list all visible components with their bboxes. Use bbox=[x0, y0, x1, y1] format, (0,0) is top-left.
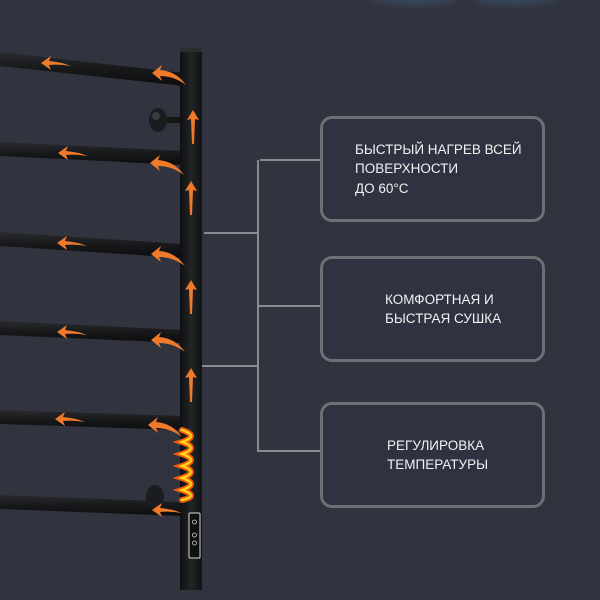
top-glow bbox=[370, 0, 460, 4]
feature-label: БЫСТРЫЙ НАГРЕВ ВСЕЙ ПОВЕРХНОСТИ ДО 60°C bbox=[355, 141, 522, 196]
control-panel bbox=[188, 512, 201, 559]
top-glow bbox=[470, 0, 560, 4]
wall-bracket bbox=[146, 108, 184, 509]
feature-temperature-control: РЕГУЛИРОВКА ТЕМПЕРАТУРЫ bbox=[320, 402, 545, 508]
feature-comfortable-drying: КОМФОРТНАЯ И БЫСТРАЯ СУШКА bbox=[320, 256, 545, 362]
connector-lines bbox=[202, 159, 320, 452]
feature-label: РЕГУЛИРОВКА ТЕМПЕРАТУРЫ bbox=[387, 437, 489, 473]
heating-coil-icon bbox=[172, 427, 194, 503]
heat-flow-arrows bbox=[41, 56, 199, 517]
feature-label: КОМФОРТНАЯ И БЫСТРАЯ СУШКА bbox=[385, 291, 502, 327]
feature-fast-heating: БЫСТРЫЙ НАГРЕВ ВСЕЙ ПОВЕРХНОСТИ ДО 60°C bbox=[320, 116, 545, 222]
vertical-riser bbox=[180, 48, 202, 590]
